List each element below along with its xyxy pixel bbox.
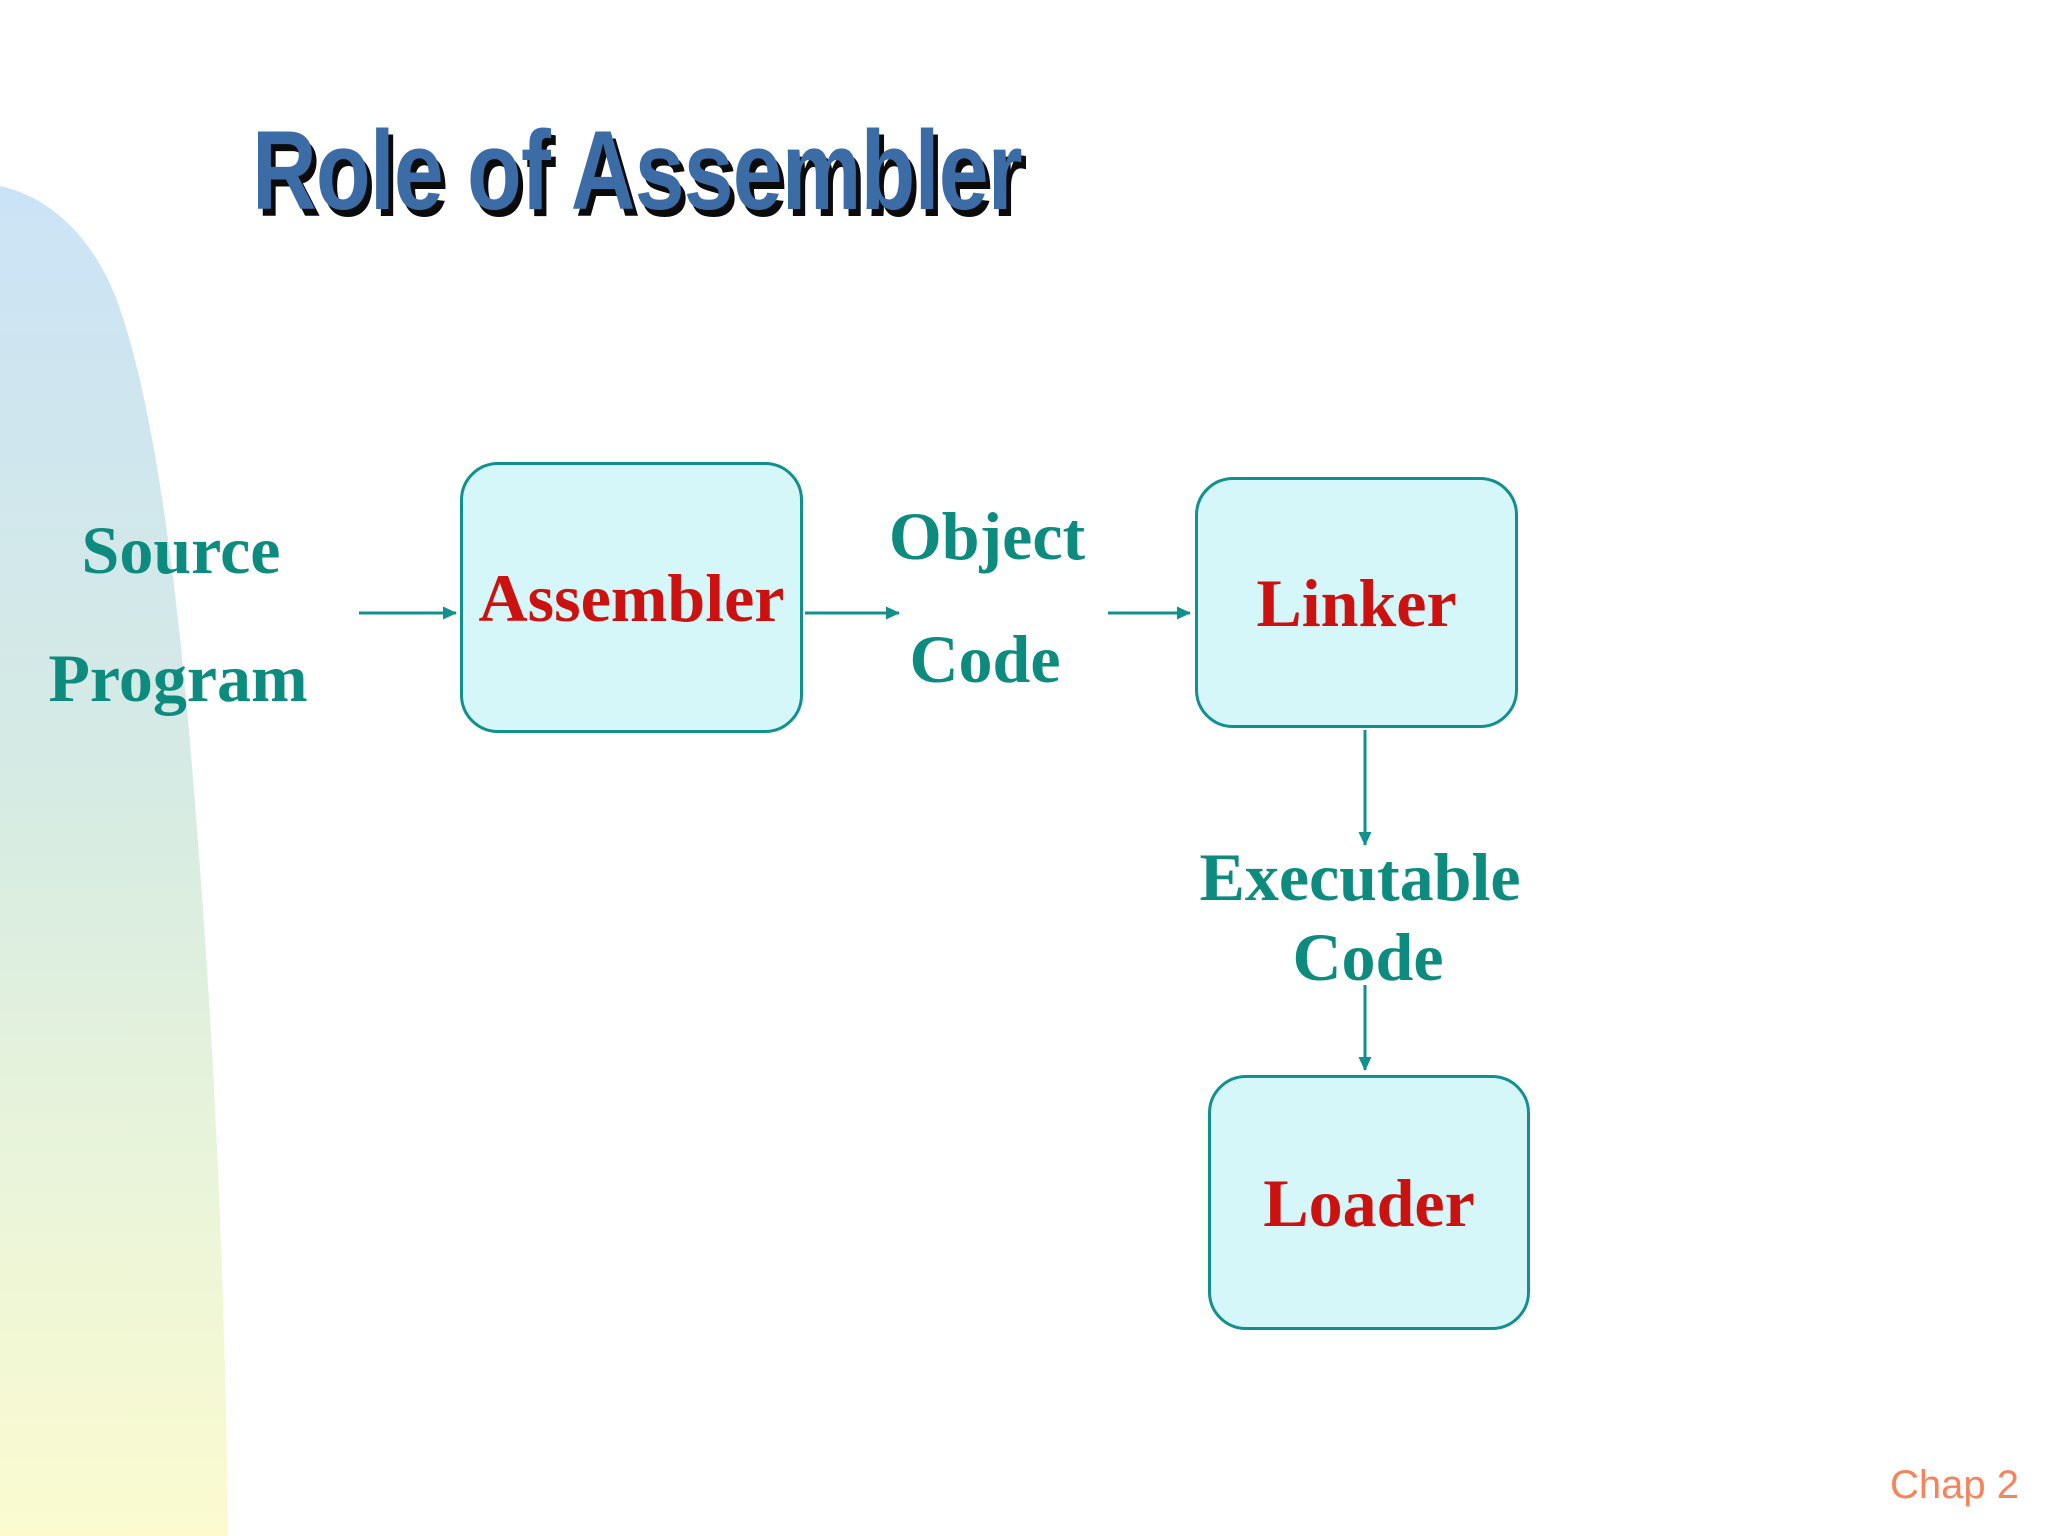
source-program-label-line-1: Source xyxy=(81,512,281,588)
executable-code-label-line-1: Executable xyxy=(1199,839,1521,915)
object-code-label-line-2: Code xyxy=(909,621,1061,697)
loader-node-label: Loader xyxy=(1263,1164,1475,1241)
assembler-node: Assembler xyxy=(460,462,803,733)
page-number-label: Chap 2 xyxy=(1890,1463,2019,1507)
source-program-label-line-2: Program xyxy=(48,640,308,716)
linker-node-label: Linker xyxy=(1256,564,1457,641)
object-code-label-line-1: Object xyxy=(888,498,1086,574)
linker-node: Linker xyxy=(1195,477,1518,728)
slide-title: Role of Assembler xyxy=(252,108,1023,233)
loader-node: Loader xyxy=(1208,1075,1530,1330)
assembler-node-label: Assembler xyxy=(478,559,785,636)
executable-code-label-line-2: Code xyxy=(1292,919,1444,995)
gradient-curve-shape xyxy=(0,186,228,1536)
